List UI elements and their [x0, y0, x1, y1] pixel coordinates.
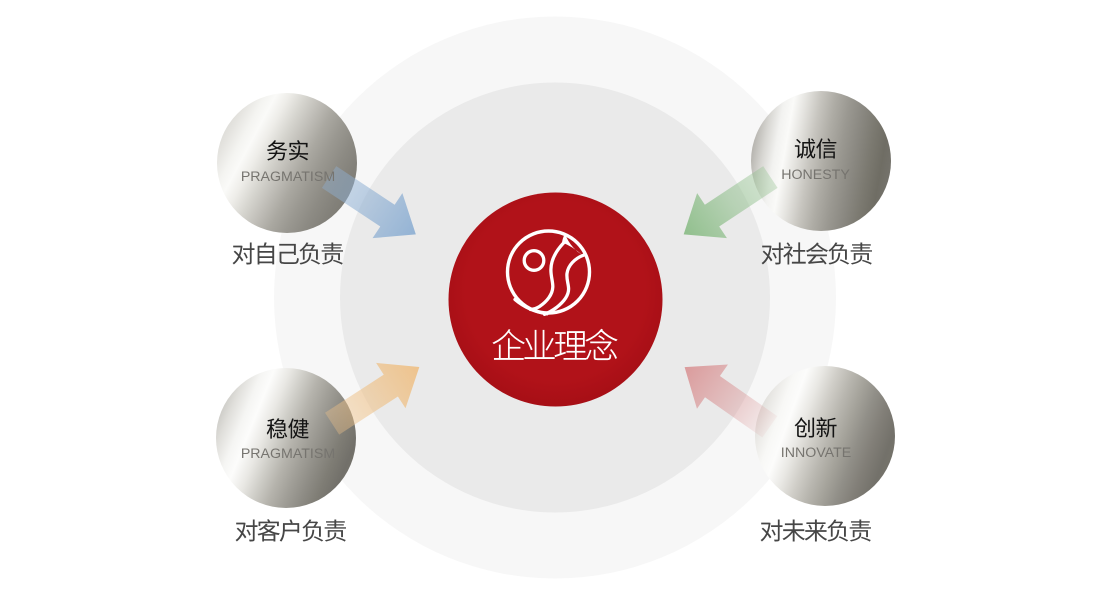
card-subtitle: PRAGMATISM [240, 446, 336, 462]
logo-ribbon-right-curve [542, 253, 586, 316]
card-title [266, 418, 309, 439]
logo-small-circle [522, 249, 546, 272]
metal-circle [750, 91, 891, 231]
metal-circle [755, 366, 895, 506]
card-title [794, 417, 837, 438]
metal-circle [217, 93, 357, 233]
card-subtitle: PRAGMATISM [240, 168, 336, 185]
card-label [232, 241, 343, 265]
card-label [760, 519, 871, 542]
card-label [761, 241, 872, 265]
card-subtitle: INNOVATE [780, 445, 852, 461]
logo-bottom-crescent [513, 297, 549, 316]
company-logo-icon [505, 229, 592, 316]
card-label [235, 519, 346, 542]
card-title [794, 138, 836, 159]
center-red-circle [448, 192, 663, 407]
card-title [267, 140, 309, 161]
logo-ribbon-left-curve [528, 241, 566, 312]
card-subtitle: HONESTY [781, 166, 850, 183]
logo-ribbon-wedge [562, 233, 587, 258]
center-title [491, 328, 618, 361]
